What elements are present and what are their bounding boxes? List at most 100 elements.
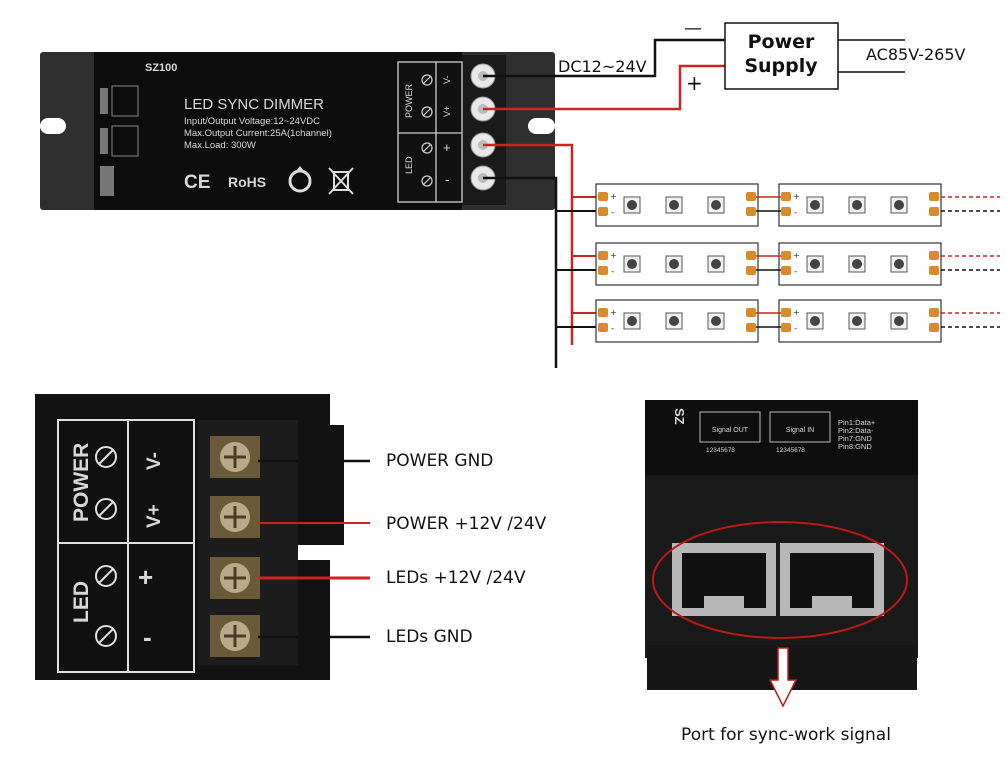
photo-pin-legend-1: Pin1:Data+ [838,418,876,427]
power-supply-box [724,22,839,90]
closeup-led-label: LED [70,581,93,623]
led-chip-lens [894,316,904,326]
photo-pin-legend-3: Pin7:GND [838,434,872,443]
terminal-vminus-small: V- [442,75,452,84]
strip-plus-label: + [610,192,617,201]
led-chip-lens [627,259,637,269]
strip-minus-label: - [611,267,614,277]
strip-pad [781,192,791,201]
strip-pad [929,192,939,201]
strip-minus-label: - [611,208,614,218]
closeup-power-label: POWER [70,443,93,522]
strip-pad [598,266,608,275]
strip-pad [598,308,608,317]
led-chip-lens [810,259,820,269]
terminal-plus-small: + [443,140,451,155]
strip-pad [598,323,608,332]
strip-pad [598,207,608,216]
strip-pad [746,251,756,260]
photo-pin-legend-2: Pin2:Data- [838,426,874,435]
strip-pad [929,323,939,332]
pin-legend-small [100,88,114,196]
device-title: LED SYNC DIMMER [184,96,324,113]
rj45-socket-in [780,543,884,616]
strip-plus-label: + [793,251,800,260]
device-spec-2: Max.Output Current:25A(1channel) [184,128,332,139]
wires [483,38,905,368]
strip-plus-label: + [610,308,617,317]
led-chip-lens [627,316,637,326]
strip-pad [746,308,756,317]
closeup-minus: - [143,622,152,652]
callout-power-pos: POWER +12V /24V [386,514,547,534]
led-chip-lens [894,200,904,210]
photo-port-in-label: Signal IN [786,427,814,434]
device-spec-3: Max.Load: 300W [184,140,256,151]
callout-leds-pos: LEDs +12V /24V [386,568,526,588]
ps-label-line2: Supply [744,55,818,77]
signal-port-closeup [645,400,918,708]
led-chip-lens [669,259,679,269]
strip-pad [781,323,791,332]
ac-voltage-label: AC85V-265V [866,45,966,64]
recycle-icon [288,166,312,193]
led-chip-lens [810,200,820,210]
closeup-vminus: V- [144,452,165,470]
strip-pad [929,308,939,317]
dc-voltage-label: DC12~24V [558,57,647,76]
strip-minus-label: - [611,324,614,334]
strip-pad [929,251,939,260]
strip-pad [598,251,608,260]
led-chip-lens [627,200,637,210]
negative-sign: — [684,18,702,39]
led-chip-lens [852,259,862,269]
led-strips: +-+-+-+-+-+- [556,183,1000,343]
photo-pin-numbers-in: 12345678 [776,447,805,454]
callout-power-gnd: POWER GND [386,451,493,471]
ce-mark: CE [184,172,210,193]
closeup-screws [210,436,260,657]
positive-sign: + [686,71,703,95]
rj45-socket-out [672,543,776,616]
strip-pad [781,207,791,216]
photo-model-fragment: SZ [672,408,687,425]
strip-pad [929,207,939,216]
terminal-vplus-small: V+ [442,106,452,117]
photo-port-out-label: Signal OUT [712,427,749,434]
strip-pad [598,192,608,201]
led-chip-lens [669,200,679,210]
strip-minus-label: - [794,324,797,334]
led-chip-lens [810,316,820,326]
terminal-closeup [35,394,370,680]
strip-pad [781,266,791,275]
terminal-minus-small: - [445,172,449,187]
device-spec-1: Input/Output Voltage:12~24VDC [184,116,320,127]
strip-pad [746,266,756,275]
led-chip-lens [852,200,862,210]
ps-label-line1: Power [748,31,815,53]
strip-pad [746,207,756,216]
screw-symbols [421,74,433,187]
strip-pad [746,323,756,332]
led-chip-lens [669,316,679,326]
strip-plus-label: + [610,251,617,260]
photo-pin-legend-4: Pin8:GND [838,442,872,451]
dimmer-device [40,52,555,210]
strip-pad [929,266,939,275]
closeup-plus: + [138,562,153,592]
strip-minus-label: - [794,267,797,277]
strip-pad [781,308,791,317]
led-chip-lens [711,200,721,210]
led-chip-lens [711,259,721,269]
callout-sync-port: Port for sync-work signal [681,725,891,745]
down-arrow-icon [768,647,798,708]
terminal-led-label-small: LED [404,156,414,174]
port-highlight-ellipse [652,521,908,639]
device-model: SZ100 [145,62,177,74]
strip-pad [746,192,756,201]
photo-pin-numbers-out: 12345678 [706,447,735,454]
rohs-mark: RoHS [228,174,266,190]
closeup-vplus: V+ [144,504,165,528]
strip-minus-label: - [794,208,797,218]
